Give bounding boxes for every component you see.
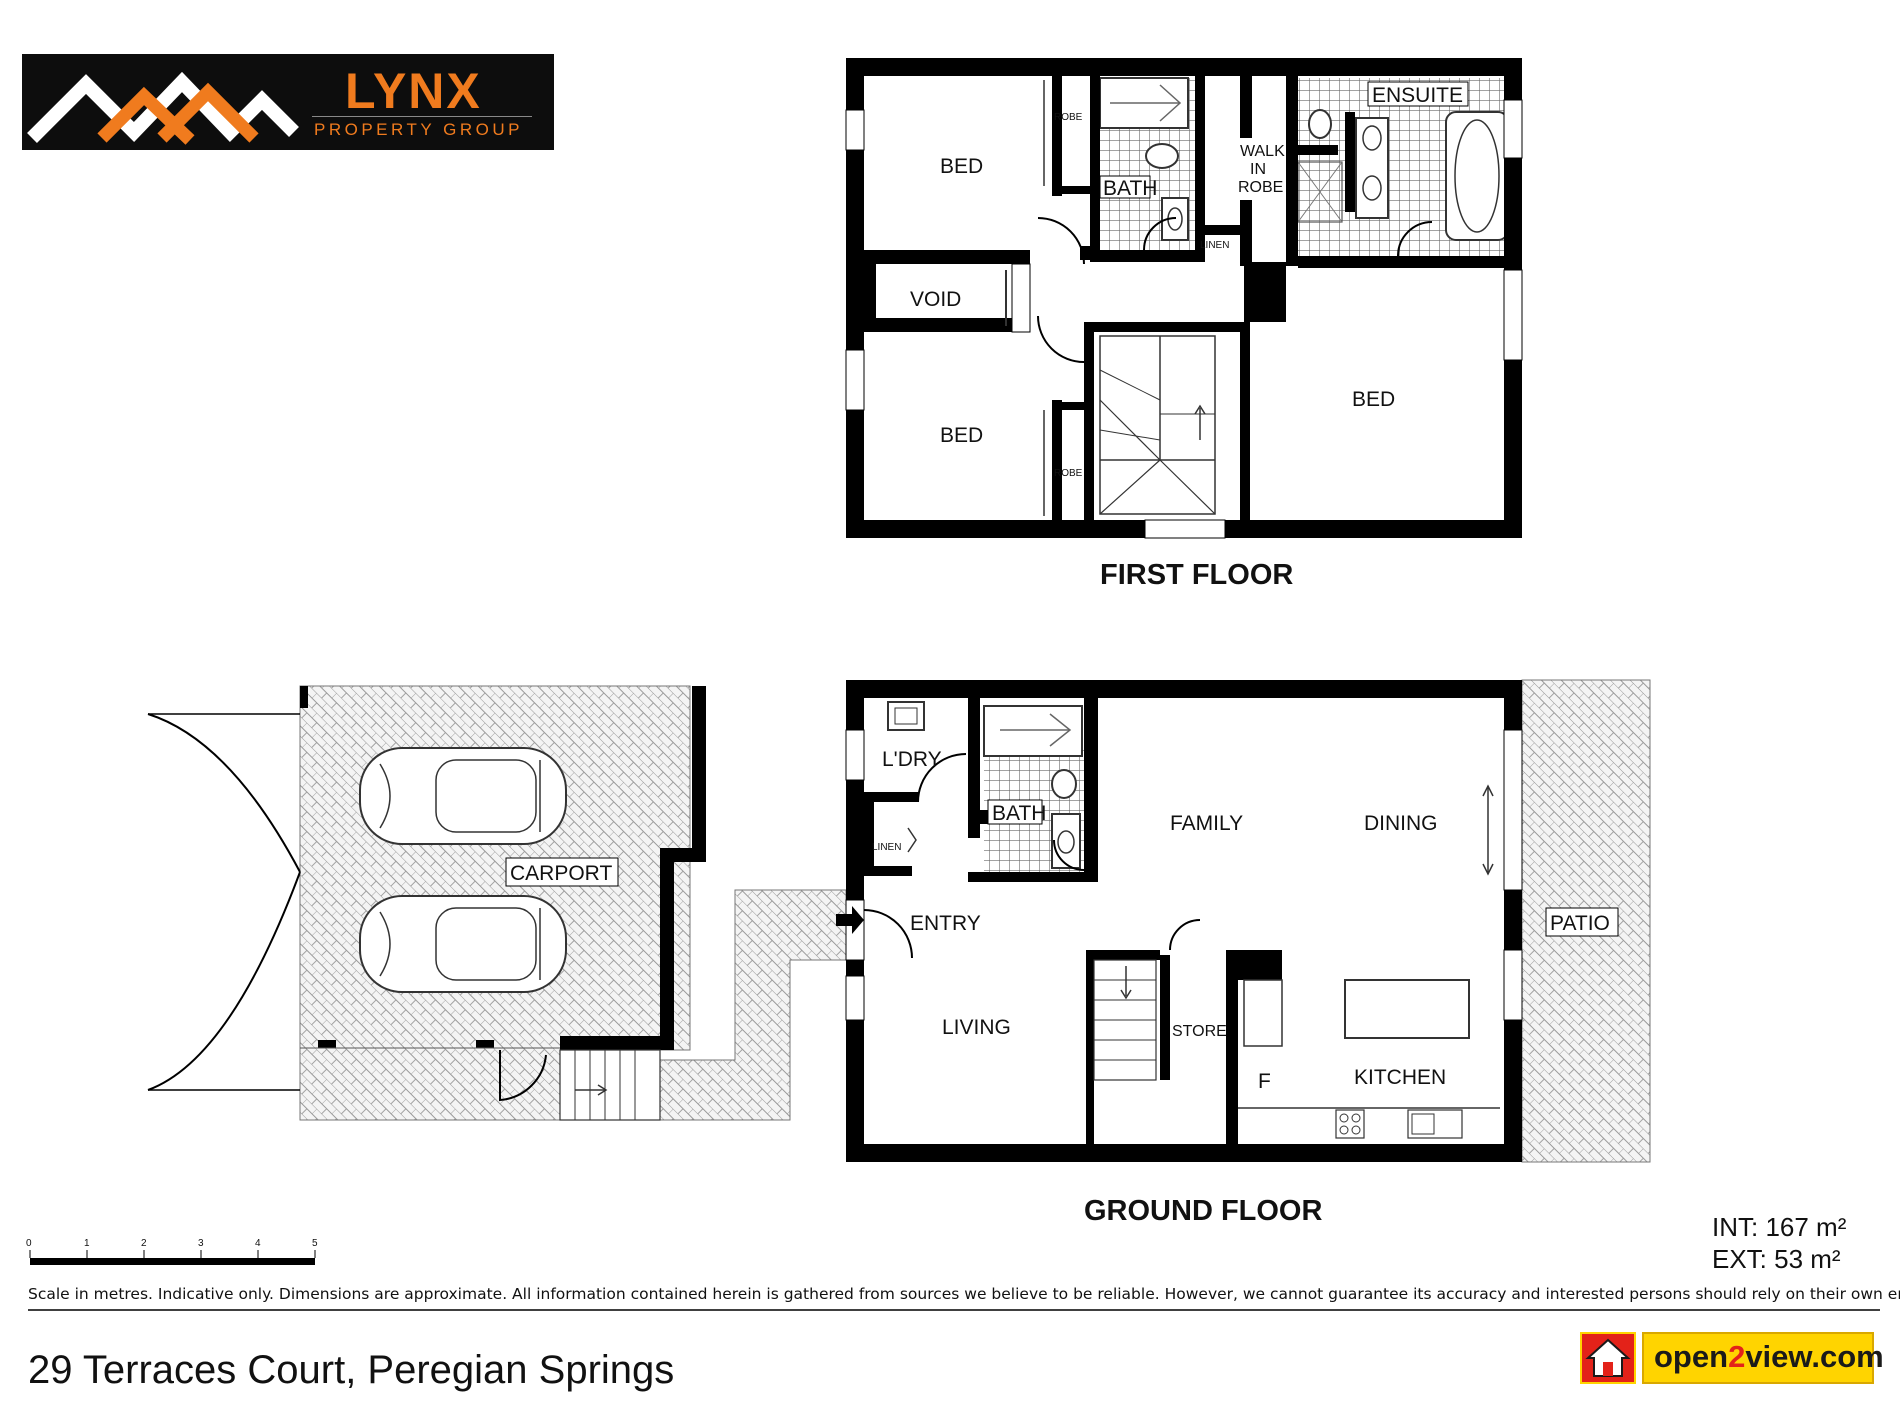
first-robe-bottom-label: ROBE bbox=[1054, 468, 1083, 479]
entry-label: ENTRY bbox=[910, 912, 981, 935]
ground-linen-label: LINEN bbox=[872, 842, 901, 853]
first-floor-plan: BED ROBE BATH WALK IN ROBE LINEN ENSUITE… bbox=[845, 58, 1523, 591]
cooktop-icon bbox=[1335, 1109, 1365, 1139]
ensuite-label: ENSUITE bbox=[1372, 84, 1463, 107]
o2v-highlight: 2 bbox=[1728, 1339, 1746, 1374]
carport-label: CARPORT bbox=[510, 862, 612, 885]
walk-in-robe-label-2: IN bbox=[1250, 161, 1266, 178]
o2v-suffix: view.com bbox=[1745, 1339, 1884, 1374]
first-robe-top-label: ROBE bbox=[1054, 112, 1083, 123]
void-label: VOID bbox=[910, 288, 961, 311]
first-floor-title: FIRST FLOOR bbox=[1100, 559, 1293, 591]
ground-bath-label: BATH bbox=[992, 802, 1046, 825]
scale-tick-0: 0 bbox=[26, 1238, 32, 1249]
scale-tick-2: 2 bbox=[141, 1238, 147, 1249]
walk-in-robe-label-1: WALK bbox=[1240, 143, 1285, 160]
first-bed-right-label: BED bbox=[1352, 388, 1395, 411]
living-label: LIVING bbox=[942, 1016, 1011, 1039]
patio-label: PATIO bbox=[1550, 912, 1610, 935]
first-bed-top-left-label: BED bbox=[940, 155, 983, 178]
external-area: EXT: 53 m² bbox=[1712, 1244, 1841, 1274]
car-icon bbox=[359, 895, 567, 993]
first-bed-bottom-left-label: BED bbox=[940, 424, 983, 447]
logo-subtitle: PROPERTY GROUP bbox=[314, 120, 523, 139]
property-address: 29 Terraces Court, Peregian Springs bbox=[28, 1348, 675, 1392]
sink-icon bbox=[1407, 1109, 1463, 1139]
walk-in-robe-label-3: ROBE bbox=[1238, 179, 1283, 196]
laundry-label: L'DRY bbox=[882, 748, 942, 771]
store-label: STORE bbox=[1172, 1023, 1227, 1040]
scale-bar: 0 1 2 3 4 5 bbox=[26, 1238, 318, 1265]
car-icon bbox=[359, 747, 567, 845]
kitchen-label: KITCHEN bbox=[1354, 1066, 1446, 1089]
dining-label: DINING bbox=[1364, 812, 1438, 835]
first-bath-label: BATH bbox=[1103, 177, 1157, 200]
logo-rule bbox=[312, 116, 532, 117]
scale-tick-3: 3 bbox=[198, 1238, 204, 1249]
internal-area: INT: 167 m² bbox=[1712, 1212, 1847, 1242]
scale-tick-5: 5 bbox=[312, 1238, 318, 1249]
open2view-logo: open2view.com bbox=[1580, 1332, 1884, 1384]
kitchen-island bbox=[1344, 979, 1470, 1039]
house-icon bbox=[1580, 1332, 1636, 1384]
ground-floor-title: GROUND FLOOR bbox=[1084, 1195, 1322, 1227]
disclaimer-text: Scale in metres. Indicative only. Dimens… bbox=[28, 1285, 1900, 1303]
entry-arrow-icon bbox=[836, 906, 864, 934]
scale-tick-4: 4 bbox=[255, 1238, 261, 1249]
scale-tick-1: 1 bbox=[84, 1238, 90, 1249]
laundry-tub-icon bbox=[887, 701, 925, 731]
lynx-logo: LYNX PROPERTY GROUP bbox=[22, 54, 554, 150]
logo-name: LYNX bbox=[345, 63, 482, 119]
fridge-label: F bbox=[1258, 1070, 1271, 1093]
family-label: FAMILY bbox=[1170, 812, 1243, 835]
toilet-icon bbox=[1308, 109, 1332, 139]
o2v-prefix: open bbox=[1654, 1339, 1729, 1374]
roof-icon bbox=[27, 71, 299, 145]
first-linen-label: LINEN bbox=[1200, 240, 1229, 251]
open2view-wordmark: open2view.com bbox=[1642, 1332, 1884, 1384]
ground-floor-plan: CARPORT L'DRY LINEN BATH FAMILY DINING E… bbox=[147, 679, 1651, 1227]
